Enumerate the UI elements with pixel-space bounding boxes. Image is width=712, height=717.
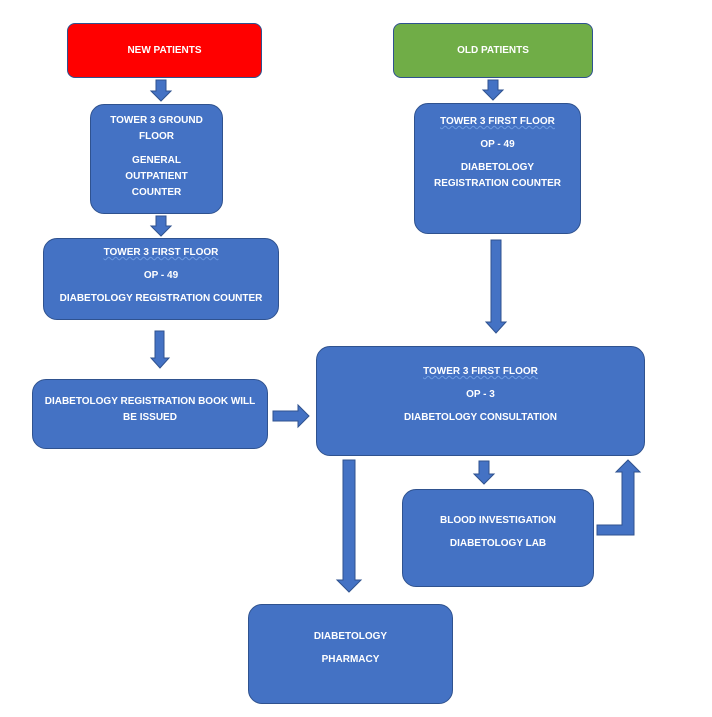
ground-floor-counter: GENERAL OUTPATIENT COUNTER	[125, 155, 188, 198]
new-patients-label: NEW PATIENTS	[127, 44, 202, 56]
registration-book-box: DIABETOLOGY REGISTRATION BOOK WILL BE IS…	[32, 379, 268, 449]
arrow-bent-up	[596, 459, 642, 536]
arrow-down	[472, 460, 496, 485]
blood-investigation-box: BLOOD INVESTIGATION DIABETOLOGY LAB	[402, 489, 594, 587]
arrow-right	[272, 403, 310, 429]
arrow-down	[335, 459, 363, 593]
first-floor-title: TOWER 3 FIRST FLOOR	[440, 116, 555, 127]
arrow-down	[149, 330, 171, 369]
op-number: OP - 49	[143, 270, 179, 281]
pharmacy-line1: DIABETOLOGY	[313, 631, 388, 642]
old-patients-box: OLD PATIENTS	[393, 23, 593, 78]
op-number: OP - 3	[466, 389, 495, 400]
arrow-down	[484, 239, 508, 334]
old-patients-label: OLD PATIENTS	[457, 44, 529, 56]
pharmacy-line2: PHARMACY	[321, 654, 380, 665]
ground-floor-location: TOWER 3 GROUND FLOOR	[110, 115, 203, 142]
arrow-down	[481, 79, 505, 101]
first-floor-registration-new-box: TOWER 3 FIRST FLOOR OP - 49 DIABETOLOGY …	[43, 238, 279, 320]
first-floor-title: TOWER 3 FIRST FLOOR	[103, 247, 219, 258]
first-floor-title: TOWER 3 FIRST FLOOR	[423, 366, 538, 377]
new-patients-box: NEW PATIENTS	[67, 23, 262, 78]
pharmacy-box: DIABETOLOGY PHARMACY	[248, 604, 453, 704]
consultation-name: DIABETOLOGY CONSULTATION	[404, 412, 557, 423]
registration-counter: DIABETOLOGY REGISTRATION COUNTER	[59, 293, 263, 304]
consultation-box: TOWER 3 FIRST FLOOR OP - 3 DIABETOLOGY C…	[316, 346, 645, 456]
arrow-down	[149, 215, 173, 237]
first-floor-registration-old-box: TOWER 3 FIRST FLOOR OP - 49 DIABETOLOGY …	[414, 103, 581, 234]
registration-book-text: DIABETOLOGY REGISTRATION BOOK WILL BE IS…	[44, 396, 256, 423]
arrow-down	[149, 79, 173, 102]
op-number: OP - 49	[480, 139, 515, 150]
ground-floor-box: TOWER 3 GROUND FLOOR GENERAL OUTPATIENT …	[90, 104, 223, 214]
registration-counter: DIABETOLOGY REGISTRATION COUNTER	[433, 162, 562, 189]
blood-investigation-label: BLOOD INVESTIGATION	[440, 515, 556, 526]
lab-label: DIABETOLOGY LAB	[449, 538, 547, 549]
